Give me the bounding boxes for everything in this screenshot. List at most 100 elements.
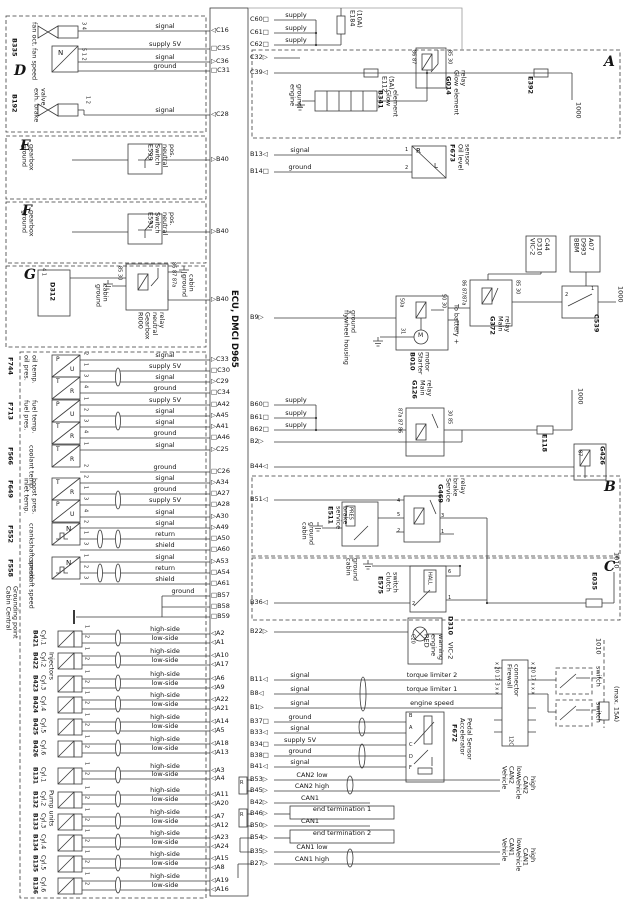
label-g469: G469	[436, 484, 445, 503]
label-1000: 1000	[574, 102, 583, 119]
vic2-d310-box	[525, 235, 557, 273]
label-2: 2	[82, 565, 89, 569]
ecu-pin-B58: □B58	[211, 602, 230, 610]
label-f: F	[409, 765, 412, 771]
sensor-id-F713: F713	[6, 402, 15, 421]
wire-label: high-side	[150, 761, 180, 770]
ecu-pin-A24: ◁A24	[211, 842, 229, 850]
label-pres: PRES	[347, 507, 354, 520]
label-1: 1	[448, 595, 452, 601]
label-cyl-4: Cyl.4	[39, 696, 47, 712]
ecu-pin-B34: B34□	[250, 740, 269, 748]
ecu-pin-B45: B45▷	[250, 786, 268, 794]
ecu-pin-B27: B27▷	[250, 859, 268, 867]
label-cyl-3: Cyl.3	[39, 675, 47, 691]
pump-units-id-B135: B135	[31, 855, 39, 873]
label-vic-2: VIC-2	[446, 642, 455, 660]
label-hall: HALL	[426, 572, 433, 585]
ecu-pin-A20: ◁A20	[211, 799, 229, 807]
label-glow-element: Glow element	[384, 90, 400, 117]
label-1: 1	[82, 442, 89, 446]
label-1000: 1000	[576, 388, 585, 405]
label-1: 1	[83, 829, 90, 833]
pedal-sensor-f672	[405, 711, 445, 783]
label-fan-oct: fan oct.	[30, 22, 39, 47]
fuse-e184	[336, 15, 346, 35]
label-2: 2	[83, 701, 90, 705]
label-4: 4	[397, 498, 401, 504]
wire-label: supply	[285, 420, 307, 429]
ecu-pin-A49: ▷A49	[211, 523, 229, 531]
wire-label: CAN1 high	[294, 854, 330, 863]
label-cyl-5: Cyl.5	[39, 718, 47, 734]
wire-label: end termination 1	[312, 804, 372, 813]
wire-label: signal	[290, 670, 310, 679]
label-1: 1	[83, 786, 90, 790]
label-1: 1	[83, 691, 90, 695]
label-n: N	[66, 525, 72, 533]
relay-g372	[469, 272, 587, 327]
wire-label: high-side	[150, 624, 180, 633]
label-2: 2	[83, 882, 90, 886]
section-label-f: F	[22, 203, 32, 219]
ecu-pin-C60: C60□	[250, 15, 269, 23]
wire-label: signal	[155, 52, 175, 61]
wire-label: low-side	[151, 655, 179, 664]
ecu-pin-A13: ◁A13	[211, 748, 229, 756]
wire-label: shield	[155, 540, 175, 549]
label-switch: switch	[594, 702, 603, 723]
wire-label: shield	[155, 574, 175, 583]
ecu-pin-A27: □A27	[211, 489, 230, 497]
label-vehicle-can2-high: Vehicle CAN2 high	[514, 776, 537, 800]
ecu-pin-B35: B35▷	[250, 847, 268, 855]
label-t: T	[56, 446, 60, 453]
ecu-pin-A60: □A60	[211, 545, 230, 553]
wire-label: signal	[290, 684, 310, 693]
label-1: 1	[83, 647, 90, 651]
bbm-d993-box	[569, 235, 601, 273]
ecu-pin-B2: B2▷	[250, 437, 264, 445]
label-bbm-d993-a07: BBM D993 A07	[572, 238, 595, 256]
injectors-id-B424: B424	[31, 696, 39, 714]
label-2: 2	[83, 796, 90, 800]
label-crankshaft-speed: crankshaft speed	[27, 523, 36, 580]
pump-units-id-B133: B133	[31, 813, 39, 831]
label-c539: C539	[592, 314, 601, 333]
label-oil-pres: oil pres.	[22, 355, 31, 381]
ecu-pin-A9: ◁A9	[211, 683, 225, 691]
switch-1-box	[555, 667, 593, 695]
ecu-pin-A17: ◁A17	[211, 660, 229, 668]
wire-label: supply	[285, 10, 307, 19]
ecu-box	[209, 7, 249, 897]
section-g-box	[5, 265, 207, 348]
label-flywheel-housing-ground: flywheel housing ground	[342, 310, 358, 365]
label-cyl-6: Cyl.6	[39, 877, 47, 893]
label-4-1: 4 1	[40, 268, 47, 276]
ecu-pin-B1: B1▷	[250, 703, 264, 711]
ecu-pin-A14: ◁A14	[211, 717, 229, 725]
pump-units-id-B136: B136	[31, 877, 39, 895]
label-cabin-central-grounding-poin: Cabin Central Grounding point	[4, 586, 20, 639]
ecu-pin-A23: ◁A23	[211, 833, 229, 841]
label-2: 2	[82, 520, 89, 524]
label-m: M	[418, 332, 424, 339]
sensor-f673	[411, 145, 447, 179]
label-c: C	[409, 742, 413, 748]
label-2: 2	[83, 839, 90, 843]
sensor-id-F558: F558	[6, 559, 15, 578]
label-l: L	[434, 162, 438, 170]
wire-label: high-side	[150, 690, 180, 699]
label-3: 3	[82, 419, 89, 423]
label-ground-cabin: ground cabin	[180, 274, 196, 297]
label-cabin-ground: cabin ground	[300, 522, 316, 545]
section-label-d: D	[14, 63, 27, 79]
sensor-symbol-F649	[51, 499, 81, 523]
injectors-title: Injectors	[47, 652, 56, 680]
sensor-id-F552: F552	[6, 525, 15, 544]
label-u: U	[70, 511, 75, 518]
label-1: 1	[591, 286, 595, 292]
label-t: T	[56, 479, 60, 486]
label-3: 3	[82, 542, 89, 546]
label-g372: G372	[488, 316, 497, 335]
label-cyl-5: Cyl.5	[39, 855, 47, 871]
